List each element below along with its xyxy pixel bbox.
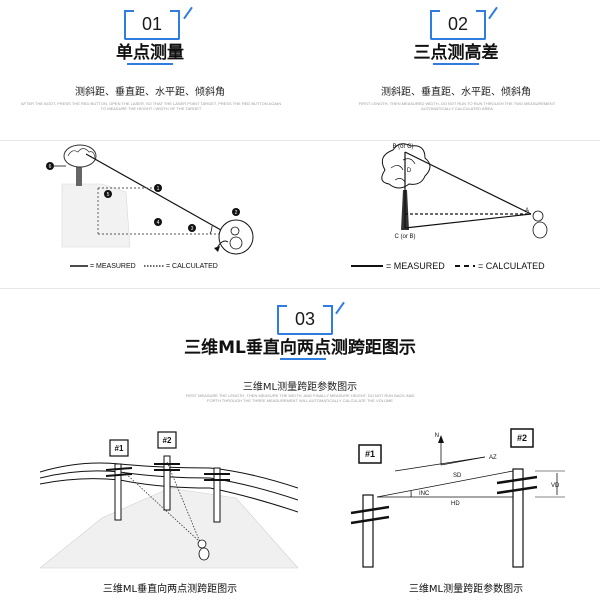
- section3-left-diagram: #1 #2: [40, 431, 298, 569]
- left-pole-2-label: #2: [163, 436, 172, 445]
- tree-icon: [381, 143, 431, 230]
- svg-text:2: 2: [235, 210, 238, 216]
- svg-text:5: 5: [107, 192, 110, 198]
- tree-icon: [63, 144, 97, 186]
- label-vd: VD: [551, 483, 560, 489]
- section1-title: 单点测量: [116, 43, 184, 63]
- svg-text:1: 1: [157, 186, 160, 192]
- section1-legend-calculated: = CALCULATED: [166, 263, 218, 270]
- section2-diagram: B (or C) D A C (or B) = MEASURED = CALCU…: [351, 143, 548, 271]
- section3-title: 三维ML垂直向两点测跨距图示: [184, 338, 416, 358]
- section2-badge-slash: [488, 6, 498, 20]
- section1-badge-slash: [183, 6, 193, 20]
- label-inc: INC: [419, 491, 430, 497]
- section3-right-diagram: #1 #2 N AZ SD INC HD VD: [350, 428, 565, 568]
- section3-right-caption: 三维ML测量跨距参数图示: [408, 584, 524, 595]
- person-icon: [532, 210, 548, 239]
- pole-1-label-box: [358, 444, 382, 464]
- pole-2-label-box: [157, 431, 177, 449]
- mountain-shape: [40, 487, 298, 569]
- section1-title-underline: [127, 63, 173, 65]
- section1-legend-measured: = MEASURED: [90, 263, 136, 270]
- pole-1-label-box: [109, 439, 129, 457]
- section3-left-caption: 三维ML垂直向两点测跨距图示: [102, 584, 238, 595]
- person-icon: [229, 226, 243, 250]
- section1-diagram: 1 2 3 4 5 6 = MEASURED = CALCULATED: [46, 144, 254, 270]
- section2-title: 三点测高差: [413, 43, 499, 63]
- section3-micro-text: FIRST MEASURE THE LENGTH, THEN MEASURE T…: [185, 393, 415, 403]
- pole-2: [154, 455, 180, 511]
- right-pole-2-label: #2: [517, 433, 527, 443]
- section3-subtitle: 三维ML测量跨距参数图示: [242, 382, 358, 393]
- middle-divider: [0, 288, 600, 289]
- person-icon: [197, 539, 210, 561]
- marker-4: 4: [154, 218, 162, 226]
- section3-badge-slash: [335, 301, 345, 315]
- label-b: B (or C): [393, 144, 414, 150]
- svg-text:4: 4: [157, 220, 160, 226]
- label-a: A: [525, 208, 529, 214]
- section3-number-badge: 03: [277, 305, 333, 335]
- svg-text:3: 3: [191, 226, 194, 232]
- pole-2-label-box: [510, 428, 534, 448]
- label-hd: HD: [451, 501, 460, 507]
- section3-title-underline: [280, 358, 326, 360]
- pole-2: [496, 468, 538, 568]
- right-pole-1-label: #1: [365, 449, 375, 459]
- pole-1: [350, 494, 390, 568]
- label-sd: SD: [453, 473, 462, 479]
- section1-number-badge: 01: [124, 10, 180, 40]
- section2-subtitle: 测斜距、垂直距、水平距、倾斜角: [381, 87, 531, 98]
- marker-1: 1: [154, 184, 162, 192]
- measured-line: [85, 153, 229, 235]
- label-d: D: [407, 168, 412, 174]
- section1-micro-text: AFTER THE BOOT, PRESS THE RED BUTTON, OP…: [20, 101, 282, 111]
- terrain-shape: [61, 183, 131, 248]
- section2-number-badge: 02: [430, 10, 486, 40]
- pole-1: [105, 463, 133, 521]
- label-az: AZ: [489, 455, 497, 461]
- marker-2: 2: [232, 208, 240, 216]
- left-pole-1-label: #1: [115, 444, 124, 453]
- section2-legend-calculated: = CALCULATED: [478, 261, 545, 271]
- marker-6: 6: [46, 162, 54, 170]
- svg-text:6: 6: [49, 164, 52, 170]
- section2-title-underline: [433, 63, 479, 65]
- label-c: C (or B): [395, 234, 416, 240]
- section2-legend-measured: = MEASURED: [386, 261, 445, 271]
- section1-subtitle: 测斜距、垂直距、水平距、倾斜角: [75, 87, 225, 98]
- label-n: N: [435, 433, 439, 439]
- pole-3: [204, 467, 230, 523]
- marker-5: 5: [104, 190, 112, 198]
- marker-3: 3: [188, 224, 196, 232]
- section2-micro-text: FIRST LENGTH, THEN MEASURED WIDTH, DO NO…: [358, 101, 556, 111]
- top-divider: [0, 140, 600, 141]
